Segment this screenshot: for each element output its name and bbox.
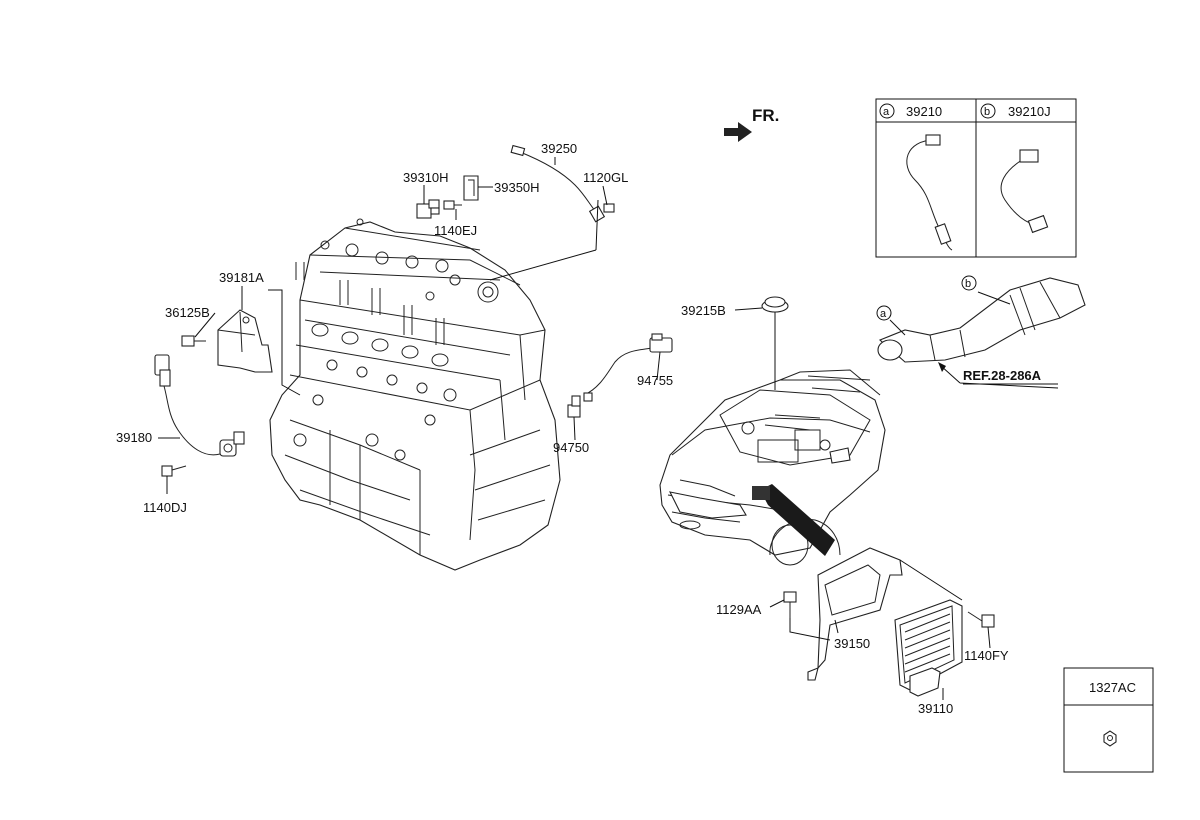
variant-a-part: 39210: [906, 104, 942, 119]
label-1140DJ: 1140DJ: [143, 500, 187, 515]
engine-assembly: [269, 218, 561, 571]
bolt-1140FY: [967, 611, 995, 628]
shield-39181A: [217, 309, 273, 373]
front-direction-indicator: [724, 122, 752, 142]
label-39310H: 39310H: [403, 170, 449, 185]
clip-39350H: [463, 175, 479, 201]
label-39350H: 39350H: [494, 180, 540, 195]
label-1140FY: 1140FY: [964, 648, 1009, 663]
fastener-box: [1063, 667, 1154, 773]
bolt-1129AA: [783, 591, 797, 618]
variant-b-part: 39210J: [1008, 104, 1051, 119]
catalytic-converter: [877, 277, 1086, 363]
label-94750: 94750: [553, 440, 589, 455]
label-1120GL: 1120GL: [583, 170, 628, 185]
variant-b-mark: b: [984, 106, 990, 118]
label-39150: 39150: [834, 636, 870, 651]
bracket-39150: [807, 547, 903, 681]
callout-b: b: [965, 278, 971, 290]
front-label: FR.: [752, 106, 779, 125]
leader-lines: [158, 157, 1059, 700]
bolt-36125B: [181, 335, 206, 347]
bolt-1140DJ: [161, 465, 187, 477]
sensor-94750: [567, 333, 673, 418]
label-1140EJ: 1140EJ: [434, 223, 477, 238]
label-1327AC: 1327AC: [1089, 680, 1136, 695]
part-labels: 39250 39310H 39350H 1120GL 1140EJ 39181A…: [116, 103, 1136, 716]
label-39181A: 39181A: [219, 270, 264, 285]
variant-table: [875, 98, 1077, 258]
ecu-39110: [894, 599, 963, 697]
reference-label: REF.28-286A: [963, 368, 1042, 383]
variant-a-mark: a: [883, 106, 890, 118]
vehicle-illustration: [659, 369, 886, 566]
bolt-1140EJ: [443, 200, 462, 210]
grommet-39215B: [761, 296, 789, 313]
label-36125B: 36125B: [165, 305, 210, 320]
label-39110: 39110: [918, 701, 953, 716]
label-94755: 94755: [637, 373, 673, 388]
label-39250: 39250: [541, 141, 577, 156]
sensor-39180: [154, 354, 245, 457]
callout-a: a: [880, 308, 887, 320]
label-39215B: 39215B: [681, 303, 726, 318]
label-1129AA: 1129AA: [716, 602, 762, 617]
label-39180: 39180: [116, 430, 152, 445]
cam-sensor-39310H: [416, 199, 440, 219]
